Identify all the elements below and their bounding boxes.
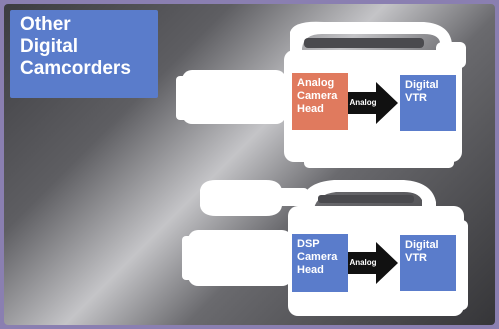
bottom-handle-slot xyxy=(318,195,414,203)
top-head-line-2: Camera xyxy=(297,90,343,103)
title-line-2: Digital xyxy=(20,36,78,58)
top-handle-slot xyxy=(304,38,424,48)
top-foot xyxy=(304,154,454,168)
bottom-lens-hood xyxy=(182,236,196,280)
top-arrow-label: Analog xyxy=(348,98,378,108)
top-head-line-1: Analog xyxy=(297,77,343,90)
title-box: Other Digital Camcorders xyxy=(10,10,158,98)
top-lens-hood xyxy=(176,76,190,120)
top-head-line-3: Head xyxy=(297,103,343,116)
top-analog-camera-head: Analog Camera Head xyxy=(292,73,348,130)
bottom-viewfinder xyxy=(200,180,282,216)
top-vtr-line-2: VTR xyxy=(405,92,451,105)
bottom-head-line-2: Camera xyxy=(297,251,343,264)
bottom-vtr-line-2: VTR xyxy=(405,252,451,265)
top-viewfinder xyxy=(436,42,466,68)
title-line-1: Other xyxy=(20,14,71,36)
bottom-vtr-line-1: Digital xyxy=(405,239,451,252)
slide-panel: Other Digital Camcorders Analog Camera H… xyxy=(4,4,495,325)
title-line-3: Camcorders xyxy=(20,58,131,80)
top-lens-barrel xyxy=(182,70,286,124)
bottom-head-line-1: DSP xyxy=(297,238,343,251)
bottom-arrow-label: Analog xyxy=(348,258,378,268)
top-digital-vtr: Digital VTR xyxy=(400,75,456,131)
bottom-dsp-camera-head: DSP Camera Head xyxy=(292,234,348,292)
bottom-lens-barrel xyxy=(188,230,292,286)
top-vtr-line-1: Digital xyxy=(405,79,451,92)
bottom-digital-vtr: Digital VTR xyxy=(400,235,456,291)
bottom-head-line-3: Head xyxy=(297,264,343,277)
